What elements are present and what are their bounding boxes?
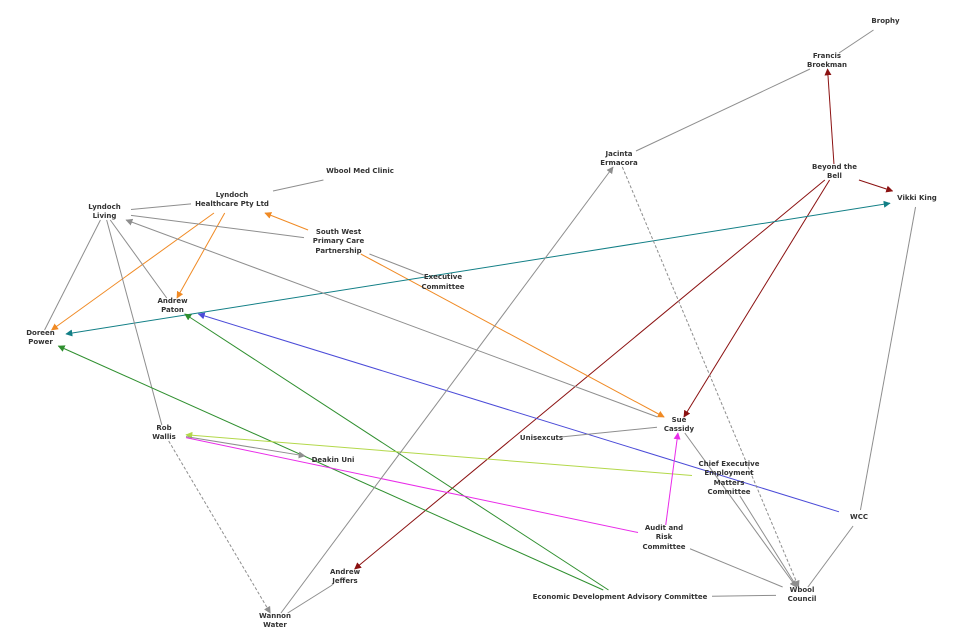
- edge-andrew_jeffers-to-wannon: [287, 584, 333, 614]
- edge-sw_primary-to-exec_committee: [369, 253, 424, 276]
- edge-lyndoch_living-to-doreen: [44, 219, 101, 331]
- edge-sue-to-wbool_council: [684, 432, 797, 588]
- node-jacinta-ermacora[interactable]: Jacinta Ermacora: [600, 149, 638, 167]
- node-lyndoch-living[interactable]: Lyndoch Living: [88, 202, 121, 220]
- node-wcc[interactable]: WCC: [850, 513, 868, 522]
- edge-francis-to-jacinta: [635, 68, 811, 152]
- node-lyndoch-healthcare[interactable]: Lyndoch Healthcare Pty Ltd: [195, 190, 269, 208]
- edge-ceemc-to-wbool_council: [739, 495, 798, 588]
- edge-brophy-to-francis: [838, 29, 874, 54]
- node-unisexcuts[interactable]: Unisexcuts: [519, 434, 564, 443]
- node-audit-and-risk-committee[interactable]: Audit and Risk Committee: [642, 523, 686, 551]
- edge-rob-to-wannon: [168, 440, 271, 614]
- node-economic-development-advisory-committee[interactable]: Economic Development Advisory Committee: [532, 592, 708, 601]
- node-vikki-king[interactable]: Vikki King: [897, 194, 937, 203]
- edge-beyond_bell-to-vikki: [858, 179, 894, 193]
- edge-lyndoch_living-to-andrew_paton: [109, 219, 168, 299]
- edge-edac-to-wbool_council: [711, 594, 777, 597]
- edge-audit-to-wbool_council: [689, 548, 783, 588]
- edge-lyndoch_living-to-rob: [106, 219, 163, 426]
- edge-wcc-to-andrew_paton: [197, 312, 840, 513]
- edge-wbool_med-to-lyndoch_hc: [272, 179, 324, 192]
- edge-audit-to-rob: [185, 437, 639, 534]
- node-south-west-primary-care[interactable]: South West Primary Care Partnership: [312, 227, 365, 255]
- edge-beyond_bell-to-sue: [683, 179, 831, 418]
- node-andrew-jeffers[interactable]: Andrew Jeffers: [329, 567, 361, 585]
- edge-sue-to-lyndoch_living: [125, 218, 658, 418]
- edge-rob-to-deakin: [185, 436, 306, 459]
- node-andrew-paton[interactable]: Andrew Paton: [157, 296, 188, 314]
- edge-wcc-to-vikki: [859, 206, 917, 511]
- node-wbool-council[interactable]: Wbool Council: [787, 585, 817, 603]
- edge-wcc-to-wbool_council: [807, 525, 854, 588]
- edge-wannon-to-jacinta: [280, 166, 614, 614]
- node-deakin-uni[interactable]: Deakin Uni: [311, 455, 355, 464]
- node-sue-cassidy[interactable]: Sue Cassidy: [663, 415, 695, 433]
- node-doreen-power[interactable]: Doreen Power: [26, 328, 55, 346]
- edge-jacinta-to-wbool_council: [621, 166, 800, 588]
- edge-beyond_bell-to-francis: [824, 68, 835, 165]
- edge-sw_primary-to-lyndoch_living: [130, 214, 305, 239]
- node-brophy[interactable]: Brophy: [871, 17, 900, 26]
- edge-audit-to-sue: [665, 432, 681, 526]
- edge-ceemc-to-rob: [185, 431, 693, 477]
- edge-unisexcuts-to-sue: [561, 426, 658, 438]
- node-executive-committee[interactable]: Executive Committee: [421, 273, 465, 291]
- node-rob-wallis[interactable]: Rob Wallis: [152, 423, 176, 441]
- node-wbool-med-clinic[interactable]: Wbool Med Clinic: [326, 167, 394, 176]
- edge-lyndoch_hc-to-andrew_paton: [176, 212, 226, 299]
- node-francis-broekman[interactable]: Francis Broekman: [806, 51, 847, 69]
- node-beyond-the-bell[interactable]: Beyond the Bell: [812, 162, 857, 180]
- edge-vikki-to-doreen: [65, 200, 891, 337]
- node-chief-executive-employment-matters-committee[interactable]: Chief Executive Employment Matters Commi…: [698, 459, 760, 496]
- node-wannon-water[interactable]: Wannon Water: [259, 611, 291, 629]
- edge-lyndoch_hc-to-lyndoch_living: [130, 203, 192, 211]
- edge-sw_primary-to-lyndoch_hc: [264, 212, 309, 231]
